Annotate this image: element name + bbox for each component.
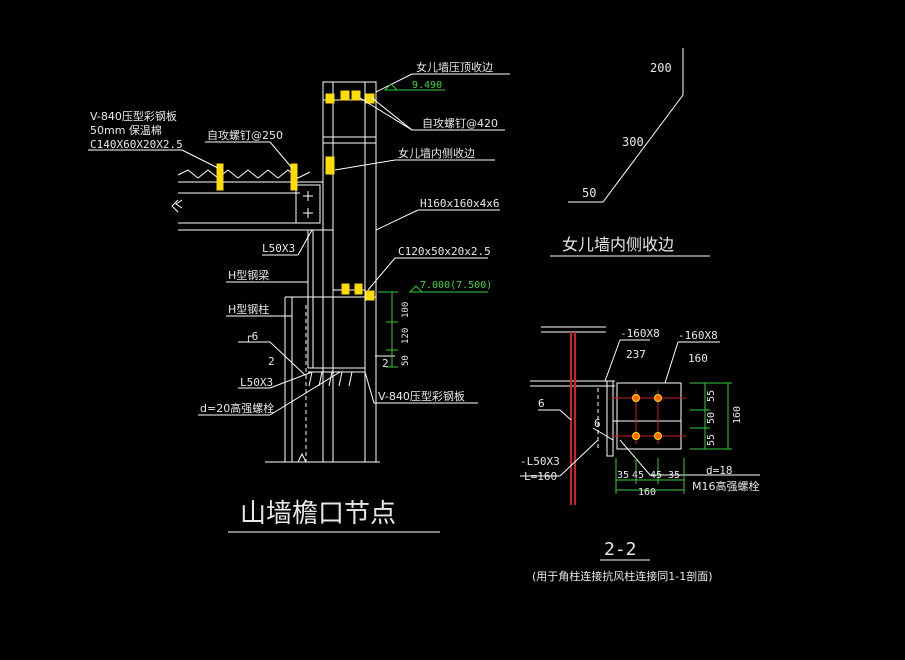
section-dimensions: [615, 382, 732, 494]
label-weld-6b: 6: [594, 417, 601, 430]
label-angle-2: L50X3: [240, 376, 273, 389]
section-subtitle: (用于角柱连接抗风柱连接同1-1剖面): [532, 569, 713, 583]
dim-50-flashing: 50: [582, 186, 596, 200]
dim-right-2: 50: [706, 412, 717, 424]
label-weld-6: ┌6: [245, 330, 258, 343]
leader-lines: [88, 73, 510, 533]
section-2-2: [520, 326, 760, 561]
dim-bottom-4: 35: [668, 470, 680, 481]
label-plate-2: -160X8: [678, 329, 718, 342]
bolt-markers: [216, 90, 375, 301]
eave-detail-title: 山墙檐口节点: [240, 499, 396, 529]
label-bolt-d20: d=20高强螺栓: [200, 401, 274, 415]
dim-bottom-2: 45: [632, 470, 644, 481]
label-screw-420: 自攻螺钉@420: [422, 116, 498, 130]
label-elevation-mid: 7.000(7.500): [420, 280, 492, 291]
label-column-section: H160x160x4x6: [420, 197, 499, 210]
label-bolt-m16: M16高强螺栓: [692, 479, 760, 493]
label-elevation-top: 9.490: [412, 80, 442, 91]
label-parapet-inner: 女儿墙内侧收边: [398, 146, 475, 160]
dim-bottom-1: 35: [617, 470, 629, 481]
dim-120: 120: [401, 328, 411, 344]
dim-bottom-total: 160: [638, 487, 656, 498]
label-h-column: H型钢柱: [228, 302, 269, 316]
label-c-purlin: C120x50x20x2.5: [398, 245, 491, 258]
dim-bottom-3: 45: [650, 470, 662, 481]
label-angle-1: L50X3: [262, 242, 295, 255]
label-weld-2b: 2: [382, 357, 389, 370]
label-plate-1-len: 237: [626, 348, 646, 361]
label-wall-panel: V-840压型彩钢板: [378, 389, 465, 403]
label-roof-panel: V-840压型彩钢板: [90, 109, 177, 123]
label-roof-purlin: C140X60X20X2.5: [90, 138, 183, 151]
dim-50: 50: [401, 355, 411, 366]
dim-right-1: 55: [706, 390, 717, 402]
label-weld-6a: 6: [538, 397, 545, 410]
dim-right-total: 160: [732, 406, 743, 424]
flashing-title: 女儿墙内侧收边: [562, 235, 674, 254]
flashing-profile: [550, 48, 710, 257]
label-plate-2-len: 160: [688, 352, 708, 365]
section-title: 2-2: [604, 539, 637, 560]
label-parapet-cap: 女儿墙压顶收边: [416, 60, 493, 74]
label-weld-2: 2: [268, 355, 275, 368]
label-angle: -L50X3: [520, 455, 560, 468]
dim-300: 300: [622, 135, 644, 149]
label-plate-1: -160X8: [620, 327, 660, 340]
bolt-holes: [612, 390, 686, 444]
dim-right-3: 55: [706, 434, 717, 446]
label-angle-len: L=160: [524, 470, 557, 483]
label-h-beam: H型钢梁: [228, 268, 269, 282]
label-hole: d=18: [706, 464, 733, 477]
dimension-lines: [378, 83, 488, 368]
label-screw-250: 自攻螺钉@250: [207, 128, 283, 142]
label-insulation: 50mm 保温棉: [90, 123, 162, 137]
dim-200: 200: [650, 61, 672, 75]
dim-100: 100: [401, 302, 411, 318]
